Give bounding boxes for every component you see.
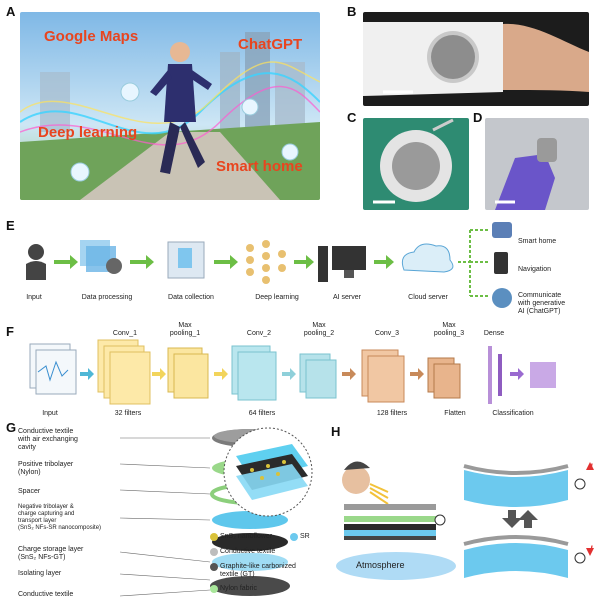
f-label-conv1: Conv_1	[112, 330, 138, 337]
e-step-ai-server: AI server	[332, 294, 361, 301]
g-layer-7: Conductive textile	[18, 591, 74, 598]
g-layer-3: Spacer	[18, 488, 41, 495]
f-label-128-filters: 128 filters	[376, 410, 408, 417]
f-label-maxpool2: Max pooling_2	[303, 322, 335, 337]
e-output-smart-home: Smart home	[518, 238, 557, 245]
f-label-dense: Dense	[483, 330, 505, 337]
g-zoom-inset	[223, 427, 313, 517]
e-step-cloud-server: Cloud server	[408, 294, 448, 301]
g-legend-sns2: SnS₂ nanoflower	[220, 533, 273, 540]
panel-b-photo	[363, 12, 589, 106]
label-deep-learning: Deep learning	[38, 124, 138, 141]
panel-f-cnn	[29, 339, 556, 405]
g-legend-conductive-textile: Conductive textile	[220, 548, 276, 555]
f-label-conv2: Conv_2	[246, 330, 272, 337]
label-chatgpt: ChatGPT	[238, 36, 303, 53]
g-legend-sr: SR	[300, 533, 310, 540]
g-layer-2: Positive tribolayer (Nylon)	[18, 461, 74, 476]
g-layer-5: Charge storage layer (SnS₂ NFs-GT)	[18, 546, 84, 561]
g-legend-nylon: Nylon fabric	[220, 585, 257, 592]
e-output-chatgpt: Communicate with generative AI (ChatGPT)	[518, 292, 566, 315]
e-step-data-processing: Data processing	[81, 294, 133, 301]
panel-a-illustration: Google Maps ChatGPT Deep learning Smart …	[20, 12, 320, 200]
e-output-navigation: Navigation	[518, 266, 552, 273]
e-step-data-collection: Data collection	[168, 294, 214, 301]
f-label-input: Input	[42, 410, 58, 417]
f-label-64-filters: 64 filters	[248, 410, 276, 417]
g-layer-4: Negative tribolayer & charge capturing a…	[18, 504, 102, 531]
label-smart-home: Smart home	[216, 158, 303, 175]
f-label-flatten: Flatten	[444, 410, 466, 417]
panel-label-c: C	[347, 110, 357, 125]
e-step-deep-learning: Deep learning	[255, 294, 299, 301]
e-step-input: Input	[26, 294, 42, 301]
g-legend-swatches	[210, 533, 298, 593]
label-google-maps: Google Maps	[44, 28, 139, 45]
panel-label-g: G	[6, 420, 17, 435]
panel-h-mechanism	[336, 461, 594, 580]
h-current-bottom: I	[590, 544, 593, 554]
f-label-classification: Classification	[492, 410, 534, 417]
panel-c-photo	[363, 118, 469, 210]
panel-label-a: A	[6, 4, 16, 19]
g-layer-6: Isolating layer	[18, 570, 62, 577]
panel-label-f: F	[6, 324, 14, 339]
panel-d-photo	[485, 118, 589, 210]
panel-label-h: H	[331, 424, 341, 439]
panel-label-d: D	[473, 110, 483, 125]
h-label-atmosphere: Atmosphere	[356, 560, 405, 570]
panel-label-e: E	[6, 218, 15, 233]
panel-label-b: B	[347, 4, 357, 19]
panel-e-pipeline	[26, 222, 512, 308]
g-legend-gt: Graphite-like carbonized textile (GT)	[220, 563, 296, 578]
g-layer-1: Conductive textile with air exchanging c…	[18, 428, 78, 451]
h-current-top: I	[590, 462, 593, 472]
f-label-conv3: Conv_3	[374, 330, 400, 337]
f-label-32-filters: 32 filters	[114, 410, 142, 417]
f-label-maxpool3: Max pooling_3	[433, 322, 465, 337]
f-label-maxpool1: Max pooling_1	[169, 322, 201, 337]
